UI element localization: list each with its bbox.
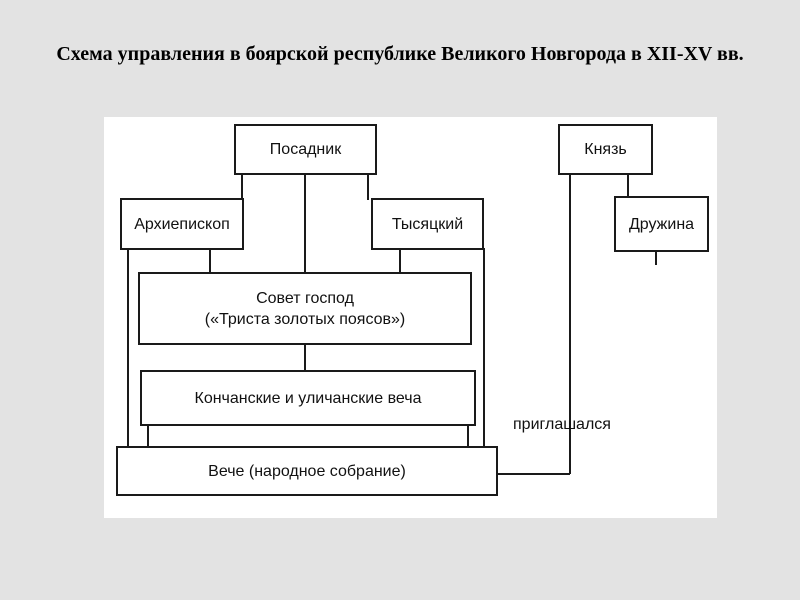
tysyatsky-label: Тысяцкий <box>391 215 464 233</box>
arkhiepiskop-box: Архиепископ <box>120 198 244 250</box>
sovet-gospod-sublabel: («Триста золотых поясов») <box>204 310 406 328</box>
druzhina-box: Дружина <box>614 196 709 252</box>
sovet-gospod-label: Совет господ <box>256 289 354 307</box>
veche-box: Вече (народное собрание) <box>116 446 498 496</box>
arkhiepiskop-label: Архиепископ <box>134 215 230 233</box>
konchanskie-veche-label: Кончанские и уличанские веча <box>194 389 422 407</box>
diagram-title: Схема управления в боярской республике В… <box>56 43 744 65</box>
knyaz-label: Князь <box>584 141 627 158</box>
konchanskie-veche-box: Кончанские и уличанские веча <box>140 370 476 426</box>
priglashalsya-label: приглашался <box>513 416 611 433</box>
druzhina-label: Дружина <box>628 215 695 233</box>
veche-label: Вече (народное собрание) <box>208 462 406 480</box>
posadnik-label: Посадник <box>269 141 342 158</box>
tysyatsky-box: Тысяцкий <box>371 198 484 250</box>
knyaz-box: Князь <box>558 124 653 175</box>
sovet-gospod-box: Совет господ («Триста золотых поясов») <box>138 272 472 345</box>
posadnik-box: Посадник <box>234 124 377 175</box>
